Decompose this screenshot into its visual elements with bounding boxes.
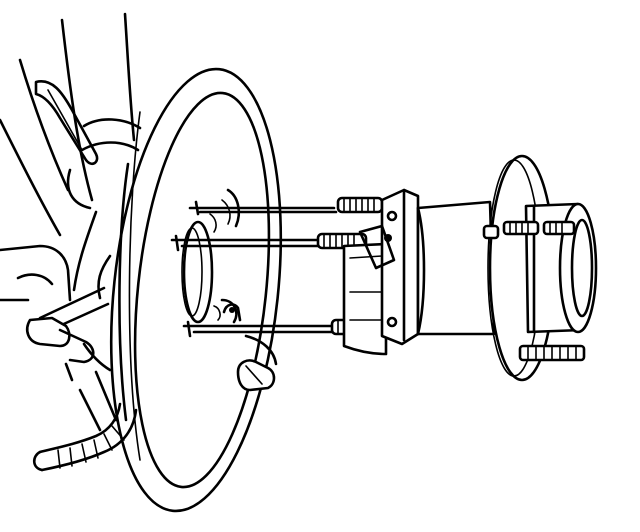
mounting-bolt-middle [170, 234, 320, 252]
wheel-stud-1 [502, 220, 540, 236]
abs-connector [236, 359, 276, 392]
brake-hose-bracket [34, 80, 142, 210]
sensor-bolt [222, 303, 242, 322]
center-hole [182, 220, 214, 324]
backing-plate [109, 67, 283, 513]
hub-barrel [416, 200, 496, 336]
mounting-bolt-lower [182, 320, 334, 338]
steering-knuckle [0, 210, 112, 334]
mounting-bolt-upper [188, 200, 338, 216]
wheel-stud-2 [542, 220, 576, 236]
lower-control-arm [26, 316, 118, 432]
hub-stud-upper [336, 196, 384, 214]
hub-bearing-assembly [342, 154, 598, 382]
